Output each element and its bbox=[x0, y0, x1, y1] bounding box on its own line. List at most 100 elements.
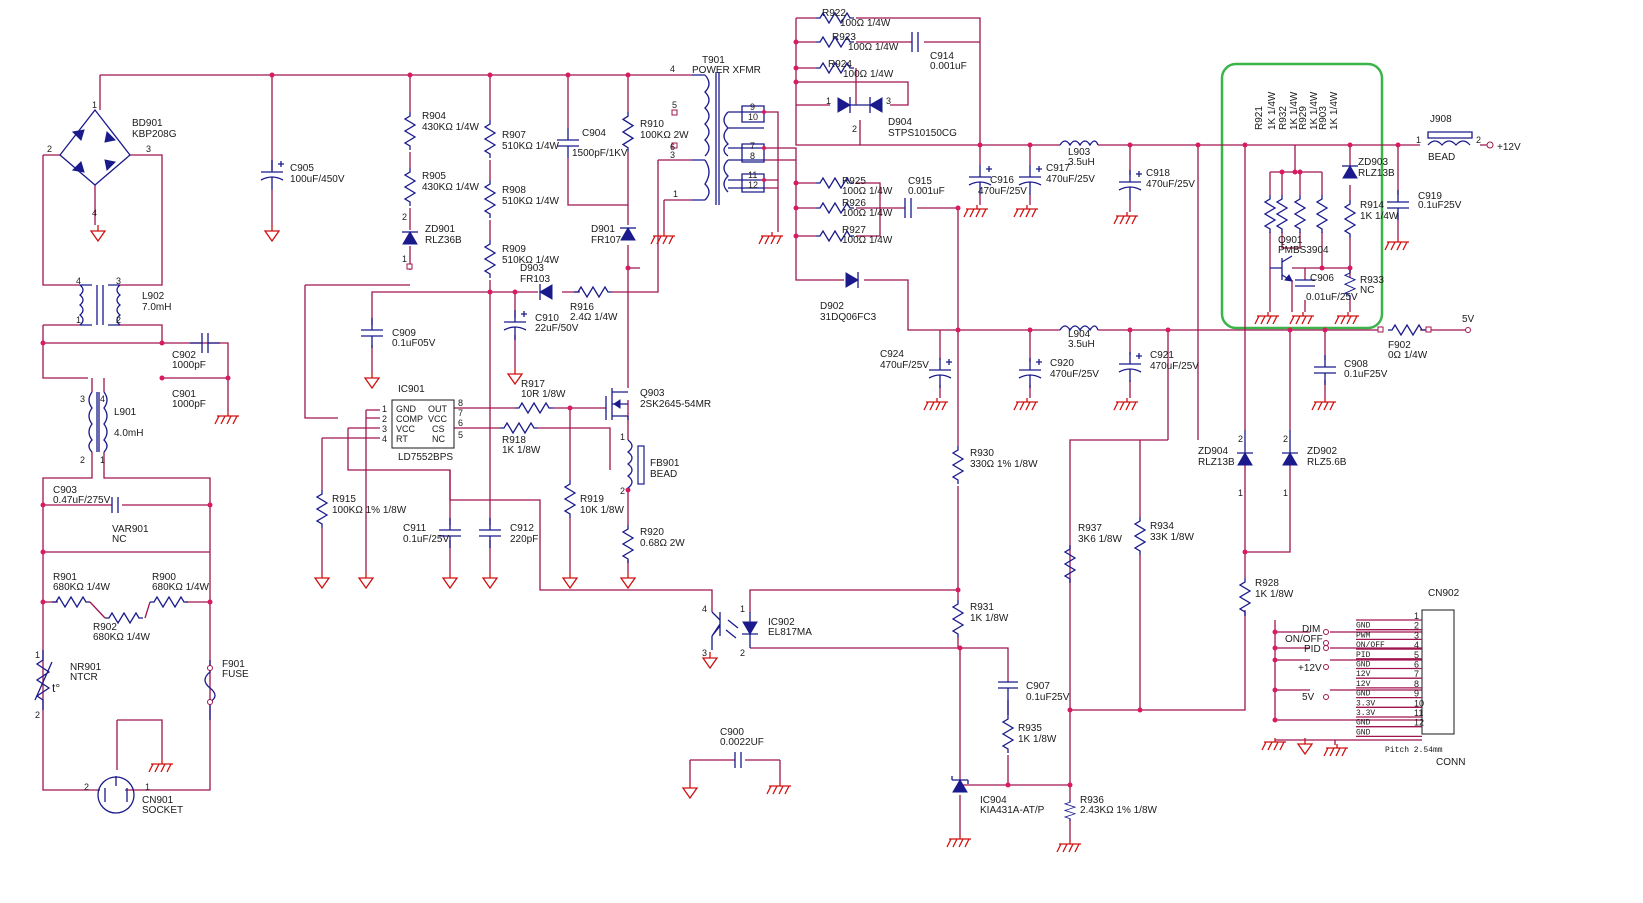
c917-value: 470uF/25V bbox=[1046, 174, 1095, 185]
r903-ref: R903 bbox=[1318, 106, 1329, 130]
r934-value: 33K 1/8W bbox=[1150, 532, 1194, 543]
svg-text:3: 3 bbox=[886, 96, 891, 106]
c903-ref: C903 bbox=[53, 485, 77, 496]
svg-text:2: 2 bbox=[1476, 135, 1481, 145]
ground-symbol bbox=[1113, 211, 1139, 225]
r924-value: 100Ω 1/4W bbox=[843, 69, 894, 80]
ground-symbol bbox=[507, 367, 523, 385]
c903-value: 0.47uF/275V bbox=[53, 495, 111, 506]
cn902: CN902 CONN Pitch 2.54mm 12GND3PWM4ON/OFF… bbox=[1285, 588, 1465, 768]
c909-value: 0.1uF05V bbox=[392, 338, 436, 349]
c905: C905 100uF/450V bbox=[260, 159, 345, 191]
c914: C914 0.001uF bbox=[911, 32, 967, 72]
r931-value: 1K 1/8W bbox=[970, 613, 1009, 624]
ground-symbol bbox=[758, 231, 784, 245]
svg-text:2: 2 bbox=[47, 144, 52, 154]
r930-value: 330Ω 1% 1/8W bbox=[970, 459, 1038, 470]
r918: R918 1K 1/8W bbox=[499, 422, 541, 456]
wires bbox=[42, 17, 1490, 840]
r919: R919 10K 1/8W bbox=[564, 479, 624, 519]
cn902-pin-label: 3.3V bbox=[1356, 699, 1375, 708]
r917-ref: R917 bbox=[521, 379, 545, 390]
r934: R934 33K 1/8W bbox=[1134, 516, 1194, 556]
ic901-pin-rt: RT bbox=[396, 434, 408, 444]
cn902-pin-label: GND bbox=[1356, 661, 1371, 670]
ic901-pin-vcc: VCC bbox=[396, 424, 416, 434]
cn902-pin-number: 12 bbox=[1414, 718, 1424, 728]
svg-text:2: 2 bbox=[116, 315, 121, 325]
c906-ref: C906 bbox=[1310, 273, 1334, 284]
cn902-pin-number: 10 bbox=[1414, 698, 1424, 708]
cn902-pin-label: GND bbox=[1356, 728, 1371, 737]
r937-ref: R937 bbox=[1078, 523, 1102, 534]
svg-text:3: 3 bbox=[382, 424, 387, 434]
r932-value: 1K 1/4W bbox=[1289, 91, 1300, 130]
signal-dim: DIM bbox=[1302, 624, 1320, 635]
svg-text:3: 3 bbox=[702, 648, 707, 658]
c909: C909 0.1uF05V bbox=[360, 317, 436, 349]
c921: C921 470uF/25V bbox=[1118, 350, 1199, 383]
c916-value: 470uF/25V bbox=[978, 186, 1027, 197]
signal-onoff: ON/OFF bbox=[1285, 634, 1323, 645]
c905-value: 100uF/450V bbox=[290, 174, 345, 185]
svg-text:8: 8 bbox=[458, 398, 463, 408]
r904: R904 430KΩ 1/4W bbox=[404, 111, 480, 151]
t901-value: POWER XFMR bbox=[692, 65, 761, 76]
c908-ref: C908 bbox=[1344, 359, 1368, 370]
cn902-pin-label: 12V bbox=[1356, 670, 1371, 679]
zd901-ref: ZD901 bbox=[425, 224, 455, 235]
r914-ref: R914 bbox=[1360, 200, 1384, 211]
c912-value: 220pF bbox=[510, 534, 538, 545]
d901-ref: D901 bbox=[591, 224, 615, 235]
r936-ref: R936 bbox=[1080, 795, 1104, 806]
signal-12v: +12V bbox=[1298, 663, 1322, 674]
r920-value: 0.68Ω 2W bbox=[640, 538, 685, 549]
c924-value: 470uF/25V bbox=[880, 360, 929, 371]
r915: R915 100KΩ 1% 1/8W bbox=[316, 489, 407, 529]
r905-ref: R905 bbox=[422, 171, 446, 182]
l904: L904 3.5uH bbox=[1059, 325, 1099, 350]
r918-value: 1K 1/8W bbox=[502, 445, 541, 456]
r922: R922 100Ω 1/4W bbox=[815, 8, 891, 29]
f902-ref: F902 bbox=[1388, 340, 1411, 351]
nr901: t° 12 NR901 NTCR bbox=[34, 650, 102, 720]
c909-ref: C909 bbox=[392, 328, 416, 339]
l902-ref: L902 bbox=[142, 291, 165, 302]
cn902-pin-number: 8 bbox=[1414, 679, 1419, 689]
zd904-ref: ZD904 bbox=[1198, 446, 1228, 457]
c910-ref: C910 bbox=[535, 313, 559, 324]
zd901: 21 ZD901 RLZ36B bbox=[402, 212, 462, 270]
r926-ref: R926 bbox=[842, 198, 866, 209]
cn902-value: CONN bbox=[1436, 757, 1465, 768]
ground-symbol bbox=[358, 571, 374, 589]
ground-symbol bbox=[620, 571, 636, 589]
c921-value: 470uF/25V bbox=[1150, 361, 1199, 372]
cn902-pin-label: GND bbox=[1356, 719, 1371, 728]
c904: C904 1500pF/1KV bbox=[556, 127, 628, 159]
q901-value: PMBS3904 bbox=[1278, 245, 1329, 256]
ic901-pin-gnd: GND bbox=[396, 404, 417, 414]
c921-ref: C921 bbox=[1150, 350, 1174, 361]
r904-ref: R904 bbox=[422, 111, 446, 122]
cn902-pins: 12GND3PWM4ON/OFF5PID6GND712V812V9GND103.… bbox=[1356, 611, 1424, 737]
r921-value: 1K 1/4W bbox=[1267, 91, 1278, 130]
zd903: ZD903 RLZ13B bbox=[1342, 157, 1395, 179]
r937: R937 3K6 1/8W bbox=[1064, 523, 1122, 584]
r927: R927 100Ω 1/4W bbox=[815, 225, 893, 246]
c905-ref: C905 bbox=[290, 163, 314, 174]
bd901-value: KBP208G bbox=[132, 129, 177, 140]
r920-ref: R920 bbox=[640, 527, 664, 538]
r926: R926 100Ω 1/4W bbox=[815, 198, 893, 219]
svg-text:4: 4 bbox=[100, 394, 105, 404]
ground-symbol bbox=[650, 231, 676, 245]
r908-ref: R908 bbox=[502, 185, 526, 196]
fb901-ref: FB901 bbox=[650, 458, 680, 469]
svg-text:2: 2 bbox=[84, 782, 89, 792]
svg-text:3: 3 bbox=[146, 144, 151, 154]
c915-value: 0.001uF bbox=[908, 186, 945, 197]
svg-text:9: 9 bbox=[750, 102, 755, 112]
cn902-pin-number: 3 bbox=[1414, 630, 1419, 640]
